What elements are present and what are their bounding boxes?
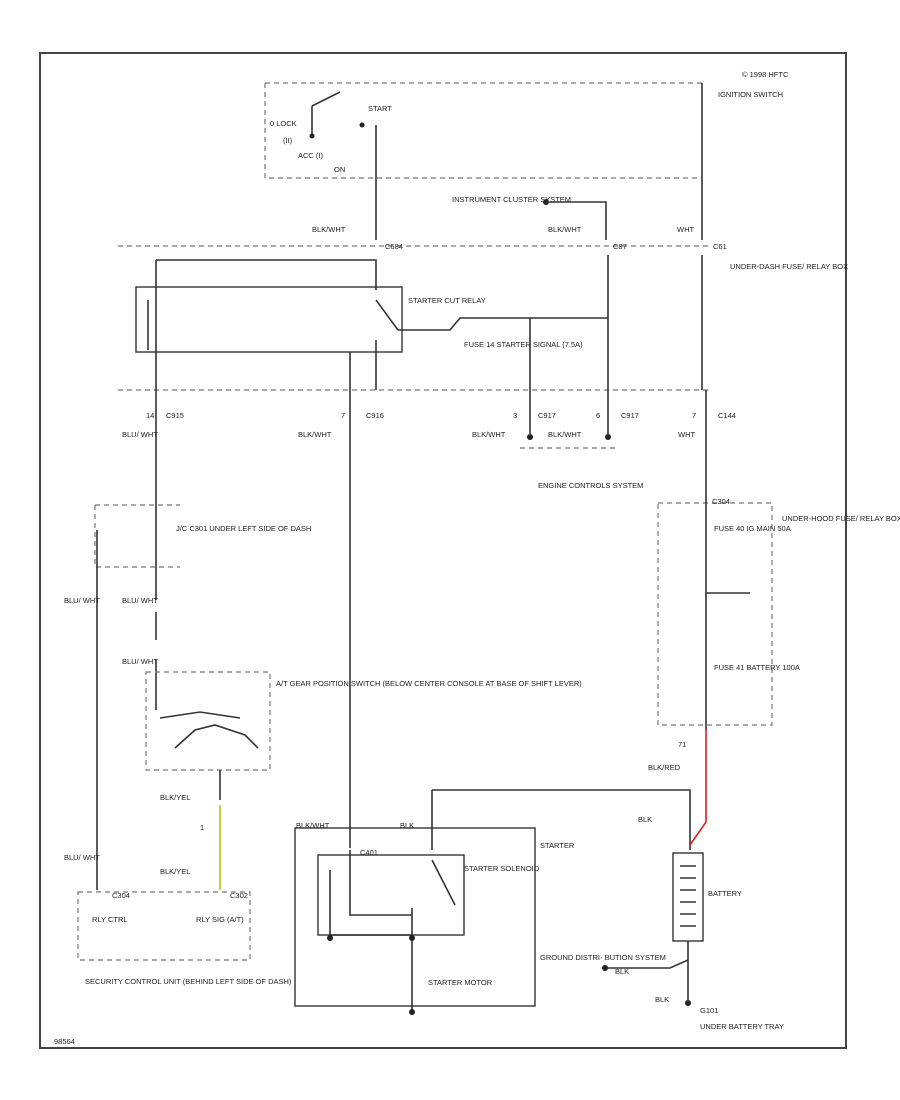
ign-start-label: START [368, 104, 392, 113]
starter-label: STARTER [540, 841, 575, 850]
connector-label: C304 [712, 497, 730, 506]
figure-id: 98564 [54, 1037, 75, 1046]
wire-label: BLK/RED [648, 763, 681, 772]
wire-label: BLK [655, 995, 669, 1004]
under-hood-box-label: UNDER-HOOD FUSE/ RELAY BOX [782, 514, 900, 523]
connector-label: C302 [230, 891, 248, 900]
wire-label: BLU/ WHT [122, 430, 158, 439]
wire-label: BLU/ WHT [122, 657, 158, 666]
wire-label: BLK/WHT [548, 430, 582, 439]
ground-point-label: G101 [700, 1006, 718, 1015]
ign-lock-label: 0 LOCK [270, 119, 297, 128]
battery: BLK/RED 71 BLK BATTERY BLK GROUND DISTRI… [540, 730, 784, 1031]
pin-label: 1 [200, 823, 204, 832]
connector-label: C304 [112, 891, 130, 900]
pin-label: 7 [692, 411, 696, 420]
starter: BLK/WHT BLK STARTER STARTER SOLENOID STA… [294, 789, 691, 1015]
engine-control-label: ENGINE CONTROLS SYSTEM [538, 481, 643, 490]
ign-on1-label: (II) [283, 136, 293, 145]
ground-system-label: GROUND DISTRI- BUTION SYSTEM [540, 953, 666, 962]
connector-label: C916 [366, 411, 384, 420]
wire-label: BLU/ WHT [64, 853, 100, 862]
wire-label: BLK [400, 821, 414, 830]
wire-label: BLK [638, 815, 652, 824]
security-ctrl-label: RLY CTRL [92, 915, 128, 924]
fuse-c-label: FUSE 41 BATTERY 100A [714, 663, 800, 672]
at-gear-switch-label: A/T GEAR POSITION SWITCH (BELOW CENTER C… [276, 679, 582, 688]
under-dash-box-label: UNDER-DASH FUSE/ RELAY BOX [730, 262, 848, 271]
under-hood-box: UNDER-HOOD FUSE/ RELAY BOX FUSE 40 IG MA… [657, 497, 900, 730]
pin-label: 7 [341, 411, 345, 420]
wire-label: WHT [677, 225, 694, 234]
connector-label: C144 [718, 411, 736, 420]
wire-label: BLK/WHT [312, 225, 346, 234]
wire-label: BLK/YEL [160, 867, 190, 876]
pin-label: 14 [146, 411, 154, 420]
starter-solenoid-label: STARTER SOLENOID [464, 864, 540, 873]
ignition-switch-label: IGNITION SWITCH [718, 90, 783, 99]
wire-label: BLK/WHT [548, 225, 582, 234]
wire-label: BLU/ WHT [64, 596, 100, 605]
fuse14-label: FUSE 14 STARTER SIGNAL (7.5A) [464, 340, 583, 349]
wire-label: BLU/ WHT [122, 596, 158, 605]
connector-label: C401 [360, 848, 378, 857]
starter-cut-relay: STARTER CUT RELAY [135, 259, 486, 390]
ignition-switch: START 0 LOCK (II) ACC (I) ON IGNITION SW… [264, 82, 783, 179]
starter-cut-relay-label: STARTER CUT RELAY [408, 296, 486, 305]
wire-label: WHT [678, 430, 695, 439]
wire-label: BLK [615, 967, 629, 976]
connector-label: C917 [621, 411, 639, 420]
wire-label: BLK/WHT [296, 821, 330, 830]
security-unit: BLU/ WHT RLY CTRL RLY SIG (A/T) SECURITY… [64, 853, 292, 986]
pin-label: 3 [513, 411, 517, 420]
connector-label: C915 [166, 411, 184, 420]
wire-label: BLK/WHT [472, 430, 506, 439]
pin-label: 6 [596, 411, 600, 420]
copyright: © 1998 HFTC [742, 70, 789, 79]
connector-label: C87 [613, 242, 627, 251]
security-unit-label: SECURITY CONTROL UNIT (BEHIND LEFT SIDE … [85, 977, 292, 986]
ign-on2-label: ON [334, 165, 345, 174]
wire-label: BLK/WHT [298, 430, 332, 439]
at-gear-switch: A/T GEAR POSITION SWITCH (BELOW CENTER C… [145, 671, 582, 800]
security-sig-label: RLY SIG (A/T) [196, 915, 244, 924]
instrument-cluster-label: INSTRUMENT CLUSTER SYSTEM [452, 195, 571, 204]
junction-label: J/C C301 UNDER LEFT SIDE OF DASH [176, 524, 311, 533]
connector-label: C61 [713, 242, 727, 251]
diagram-frame [39, 52, 847, 1049]
connector-label: C917 [538, 411, 556, 420]
fuse-b-label: FUSE 40 IG MAIN 50A [714, 524, 791, 533]
ign-acc-label: ACC (I) [298, 151, 324, 160]
pin-label: 71 [678, 740, 686, 749]
ground-point-location: UNDER BATTERY TRAY [700, 1022, 784, 1031]
wire-label: BLK/YEL [160, 793, 190, 802]
connector-label: C684 [385, 242, 403, 251]
battery-label: BATTERY [708, 889, 742, 898]
starter-motor-label: STARTER MOTOR [428, 978, 493, 987]
